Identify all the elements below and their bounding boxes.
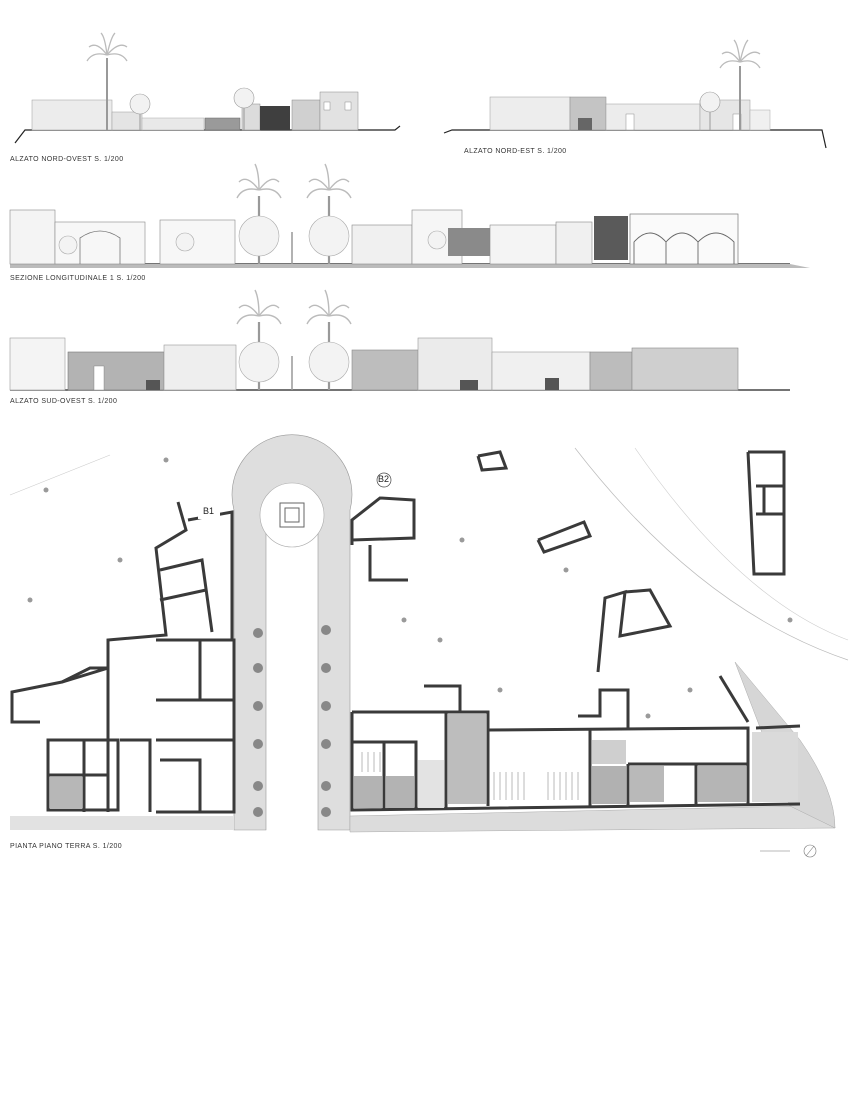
caption-elevation-north-east: ALZATO NORD-EST S. 1/200 xyxy=(464,148,567,155)
caption-ground-floor-plan: PIANTA PIANO TERRA S. 1/200 xyxy=(10,843,123,850)
elevation-south-west xyxy=(9,289,790,391)
elevation-north-east xyxy=(443,39,827,149)
block-label-b2: B2 xyxy=(378,474,390,484)
caption-longitudinal-section: SEZIONE LONGITUDINALE 1 S. 1/200 xyxy=(10,275,146,282)
caption-elevation-north-west: ALZATO NORD-OVEST S. 1/200 xyxy=(10,156,124,163)
elevation-north-west xyxy=(14,32,401,144)
block-label-b1: B1 xyxy=(203,506,215,516)
ground-floor-plan xyxy=(9,434,849,858)
longitudinal-section xyxy=(9,163,810,268)
caption-elevation-south-west: ALZATO SUD-OVEST S. 1/200 xyxy=(10,398,118,405)
